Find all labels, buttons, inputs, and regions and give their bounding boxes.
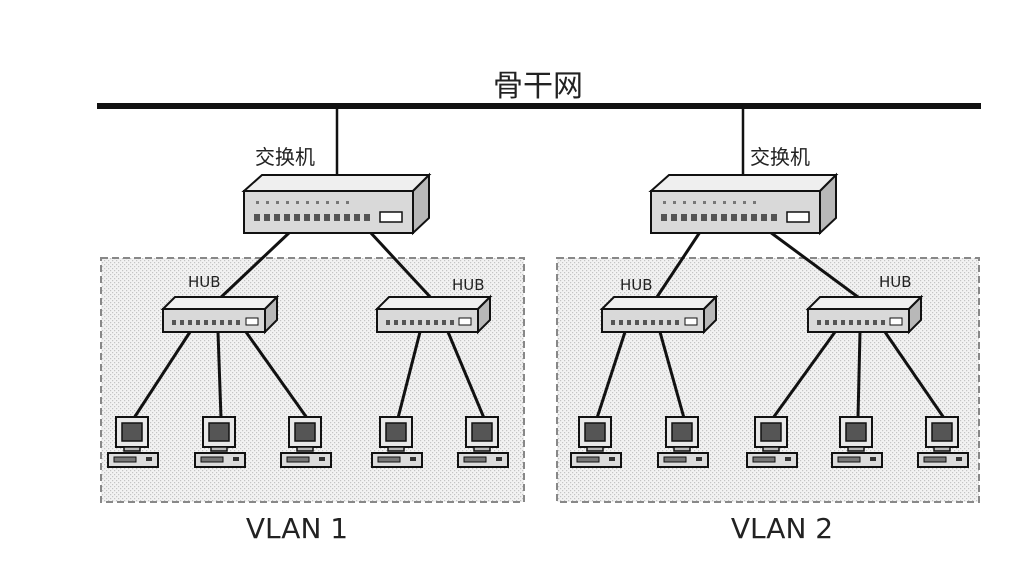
link-switch2-hub3 [653,231,702,301]
vlan-label-2: VLAN 2 [731,512,833,545]
hub-4 [805,294,924,335]
link-hub3-pc2 [658,331,686,419]
link-hub4-pc2 [856,331,862,419]
link-switch2-hub4 [769,230,863,302]
hub-1 [160,294,280,335]
link-hub2-pc1 [396,331,422,419]
switch-label-2: 交换机 [750,145,810,169]
link-hub1-pc1 [132,331,192,419]
hub-3 [599,294,719,335]
link-hub1-pc3 [244,331,309,419]
switch-1 [241,172,432,236]
hub-label-3: HUB [620,276,653,294]
hub-2 [374,294,493,335]
link-hub4-pc3 [883,331,946,419]
link-switch1-hub1 [216,230,292,302]
backbone-label: 骨干网 [493,69,583,104]
hub-label-1: HUB [188,273,221,291]
vlan-label-1: VLAN 1 [246,512,348,545]
switch-2 [648,172,839,236]
link-hub1-pc2 [216,331,223,419]
link-switch1-hub2 [368,230,435,302]
link-hub2-pc2 [446,331,486,419]
hub-label-4: HUB [879,273,912,291]
switch-label-1: 交换机 [255,145,315,169]
hub-label-2: HUB [452,276,485,294]
link-hub4-pc1 [771,331,837,419]
link-hub3-pc1 [595,331,627,419]
